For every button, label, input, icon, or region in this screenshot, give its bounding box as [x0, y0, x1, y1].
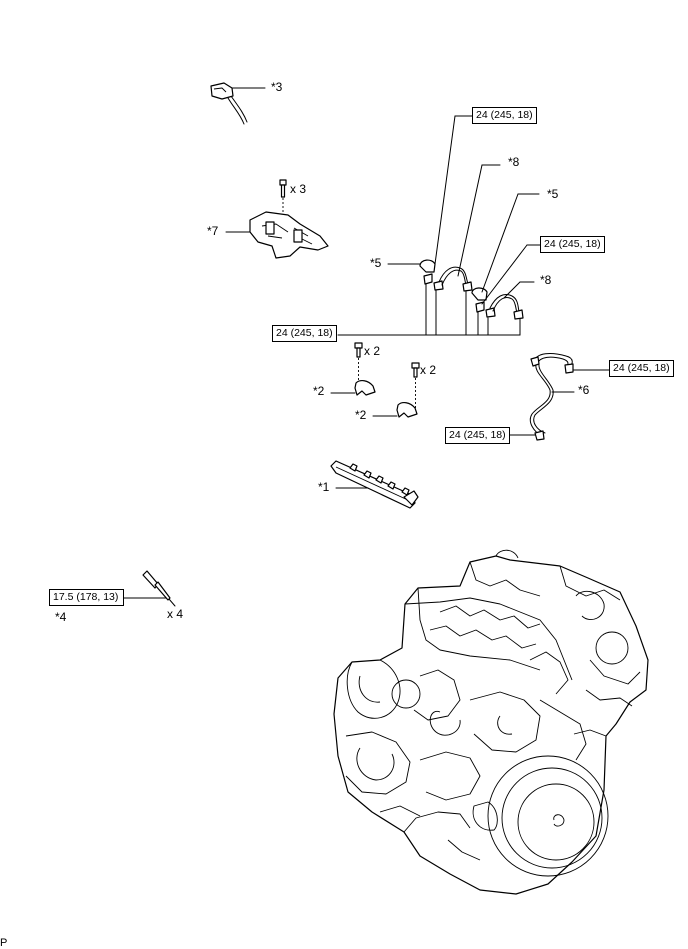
callout-part-2-right-quantity: x 2	[420, 363, 437, 377]
callout-part-2-left-quantity: x 2	[364, 344, 381, 358]
part-7-bracket	[225, 179, 329, 259]
callout-part-4-quantity: x 4	[167, 607, 184, 621]
torque-spec-fuel-pipe-right: 24 (245, 18)	[609, 360, 674, 377]
torque-spec-middle: 24 (245, 18)	[540, 236, 605, 253]
callout-part-3: *3	[271, 80, 283, 94]
callout-part-2-left: *2	[313, 384, 325, 398]
engine-assembly	[333, 549, 649, 895]
callout-part-4: *4	[55, 610, 67, 624]
injection-pipes	[337, 115, 541, 336]
callout-part-5-top: *5	[547, 187, 559, 201]
torque-spec-fuel-pipe-left: 24 (245, 18)	[445, 427, 510, 444]
part-6-fuel-pipe	[509, 353, 613, 441]
part-4-glow-plug	[121, 570, 176, 607]
callout-part-1: *1	[318, 480, 330, 494]
part-3-sensor	[210, 82, 266, 125]
callout-part-7: *7	[207, 224, 219, 238]
callout-part-8-top: *8	[508, 155, 520, 169]
torque-spec-left: 24 (245, 18)	[272, 325, 337, 342]
footer-letter: P	[0, 937, 8, 949]
torque-spec-top: 24 (245, 18)	[472, 107, 537, 124]
callout-part-2-right: *2	[355, 408, 367, 422]
callout-part-5-left: *5	[370, 256, 382, 270]
callout-part-7-quantity: x 3	[290, 182, 307, 196]
torque-spec-glow-plug: 17.5 (178, 13)	[49, 589, 124, 606]
callout-part-8-right: *8	[540, 273, 552, 287]
part-2-clamps	[330, 342, 420, 418]
callout-part-6: *6	[578, 383, 590, 397]
part-1-fuel-rail	[330, 460, 419, 509]
